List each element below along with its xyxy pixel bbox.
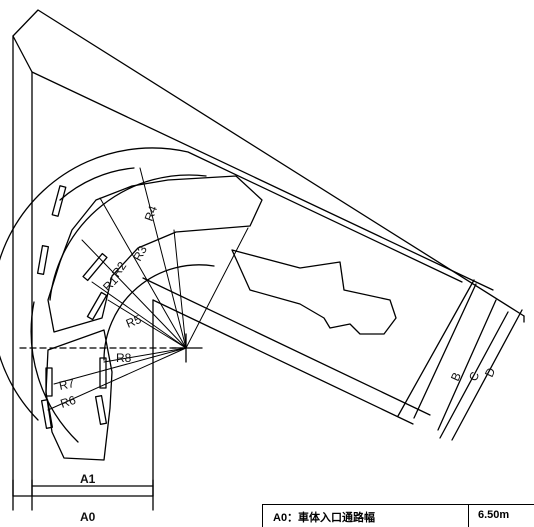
radius-lines (48, 168, 248, 410)
rear-arc (31, 302, 78, 442)
radius-label-r4: R4 (142, 204, 161, 224)
wheel-rear-left (46, 368, 52, 396)
dim-c-line (438, 300, 496, 430)
vehicle-trailer-outline (46, 330, 112, 460)
outer-wall-line (13, 10, 524, 496)
corridor-lower-wall (153, 300, 413, 424)
dim-label-d: D (482, 365, 498, 379)
radius-label-r6: R6 (59, 393, 78, 411)
inner-wall-cap (13, 36, 32, 72)
dim-label-b: B (448, 370, 464, 383)
dim-label-c: C (466, 369, 482, 383)
spec-row-value: 6.50m (478, 509, 510, 521)
radius-label-r3: R3 (130, 243, 150, 263)
body-outer-arc (50, 175, 206, 300)
radius-label-r5: R5 (124, 312, 144, 331)
wheel-front-right (83, 254, 107, 281)
dim-d-line (452, 310, 522, 440)
radius-label-r8: R8 (116, 351, 132, 365)
wheel-tail-right (96, 396, 107, 425)
wheel-mid-right (87, 292, 106, 319)
corridor-end-line-2 (440, 312, 508, 438)
wheel-front-left (52, 186, 66, 217)
spec-row-label: A0：車体入口通路幅 (263, 505, 469, 527)
radius-label-r7: R7 (58, 376, 76, 393)
body-inner-arc (104, 265, 214, 360)
dim-b-line (414, 284, 476, 418)
spec-table: A0：車体入口通路幅 6.50m (262, 504, 534, 527)
dim-label-a0: A0 (80, 510, 96, 524)
vehicle-cargo-outline (232, 250, 396, 334)
front-arc (60, 168, 134, 200)
wheel-tail-left (42, 400, 53, 429)
corridor-floor-edge (143, 278, 430, 415)
vehicle-body-outline (48, 176, 262, 332)
wheel-rear-right (100, 358, 106, 388)
dim-label-a1: A1 (80, 472, 96, 486)
corridor-end-line (398, 280, 474, 416)
wheel-mid-left (38, 246, 49, 275)
outer-swept-arc (0, 148, 462, 420)
